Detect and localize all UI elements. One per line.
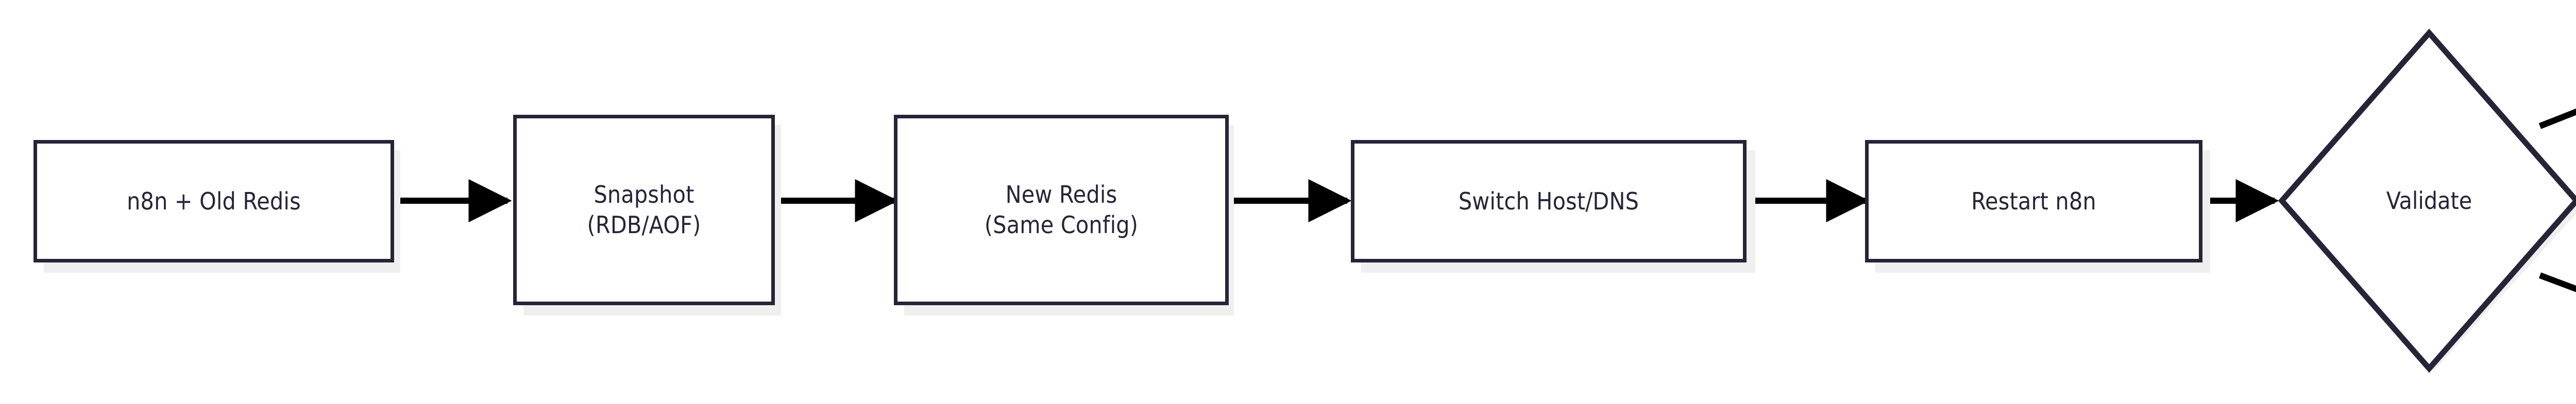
diamond-shape xyxy=(2278,28,2576,373)
node-label: New Redis (Same Config) xyxy=(984,181,1139,239)
node-validate[interactable]: Validate xyxy=(2275,26,2576,376)
node-snapshot[interactable]: Snapshot (RDB/AOF) xyxy=(513,115,775,305)
node-switch-host-dns[interactable]: Switch Host/DNS xyxy=(1351,140,1747,262)
node-restart-n8n[interactable]: Restart n8n xyxy=(1865,140,2202,262)
node-label: Switch Host/DNS xyxy=(1458,187,1639,215)
node-label: Validate xyxy=(2386,187,2472,215)
node-label: n8n + Old Redis xyxy=(127,187,301,215)
node-label: Restart n8n xyxy=(1971,187,2096,215)
node-new-redis[interactable]: New Redis (Same Config) xyxy=(894,115,1229,305)
node-label: Snapshot (RDB/AOF) xyxy=(587,181,701,239)
node-n8n-old-redis[interactable]: n8n + Old Redis xyxy=(33,140,394,262)
